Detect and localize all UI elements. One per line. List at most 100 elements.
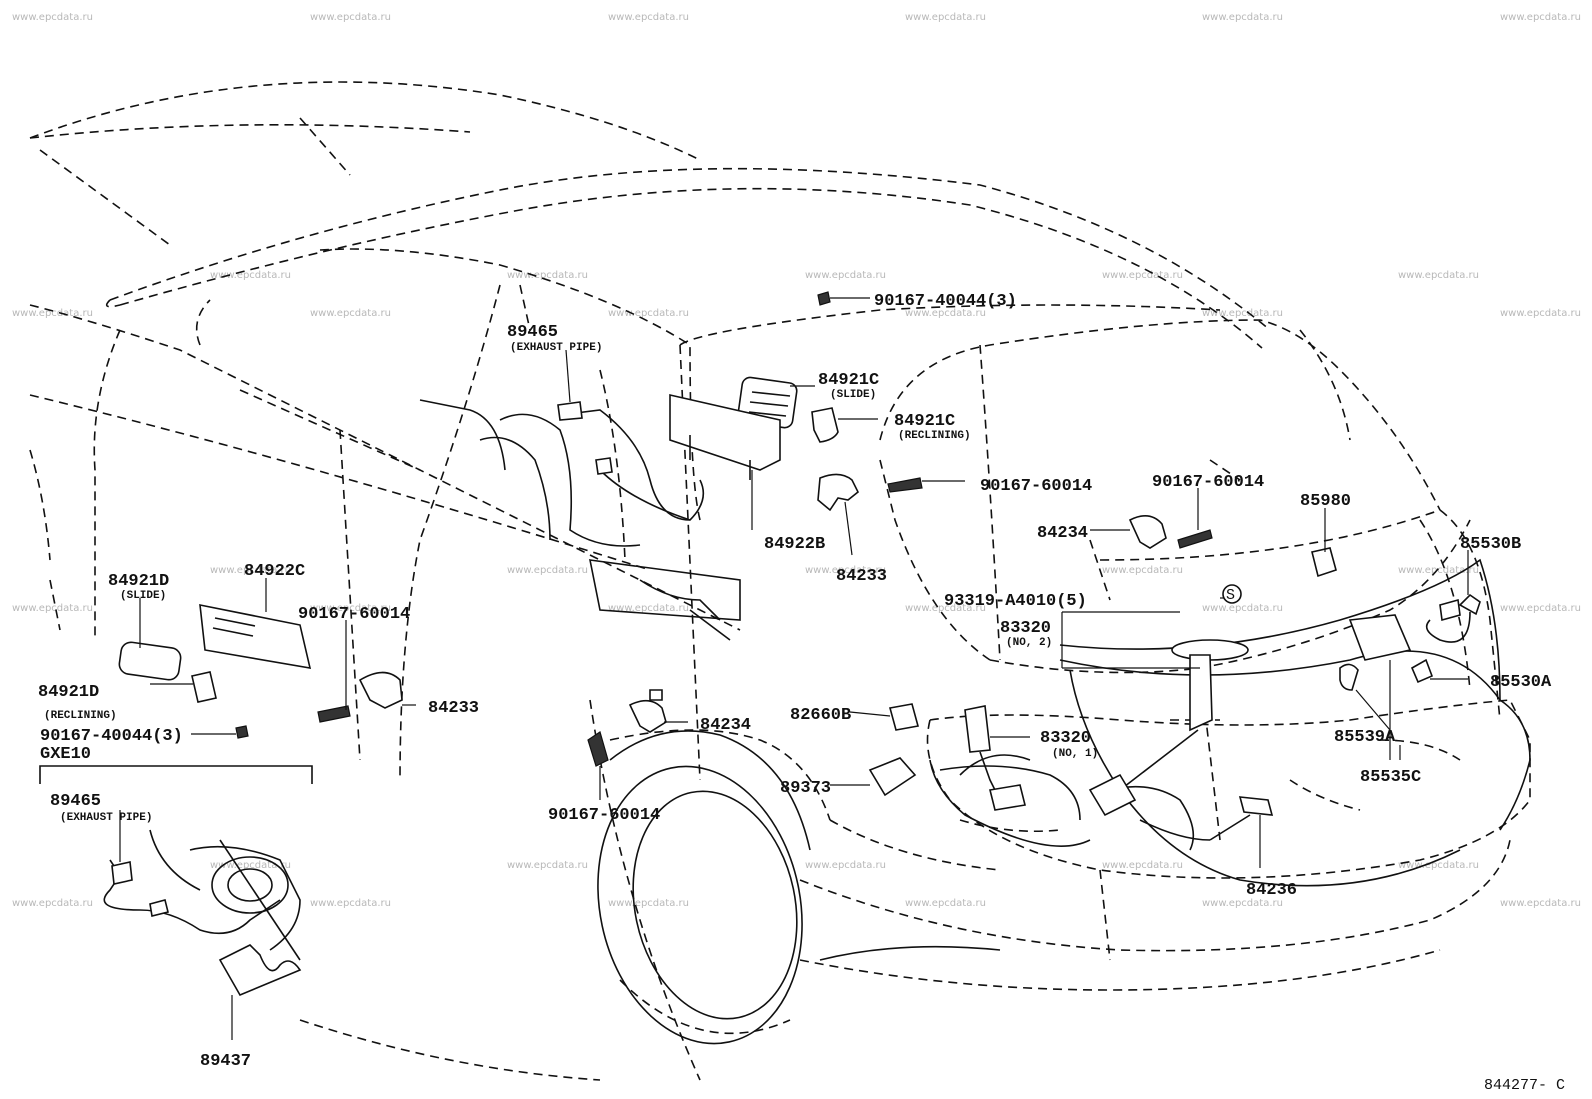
watermark-layer: www.epcdata.ru www.epcdata.ru www.epcdat…: [12, 12, 1581, 909]
watermark: www.epcdata.ru: [12, 308, 93, 319]
part-number-label: 85980: [1300, 492, 1351, 511]
watermark: www.epcdata.ru: [608, 12, 689, 23]
screw: [235, 725, 249, 739]
part-number-label: 84922C: [244, 562, 305, 581]
switch-base-84922C: [199, 604, 312, 669]
part-number-label: 84236: [1246, 881, 1297, 900]
watermark: www.epcdata.ru: [905, 603, 986, 614]
watermark: www.epcdata.ru: [805, 270, 886, 281]
part-number-label: 90167-40044(3): [874, 292, 1017, 311]
part-number-label: 85535C: [1360, 768, 1421, 787]
part-number-label: 84233: [836, 567, 887, 586]
watermark: www.epcdata.ru: [608, 603, 689, 614]
part-labels: 90167-40044(3) 89465 (EXHAUST PIPE) 8492…: [38, 292, 1565, 1094]
watermark: www.epcdata.ru: [1398, 565, 1479, 576]
body-solid-lines: [419, 399, 1531, 1045]
cover-85539A: [1339, 663, 1359, 691]
switch-84236: [1238, 796, 1274, 816]
part-number-label: 90167-60014: [298, 605, 410, 624]
door-switch: [817, 473, 860, 512]
inset-gxe10: [39, 765, 313, 997]
watermark: www.epcdata.ru: [1500, 308, 1581, 319]
part-number-label: 84921C: [894, 412, 955, 431]
part-number-label: 84234: [1037, 524, 1088, 543]
part-number-label: 90167-60014: [1152, 473, 1264, 492]
watermark: www.epcdata.ru: [310, 603, 391, 614]
part-number-label: 89465: [507, 323, 558, 342]
watermark: www.epcdata.ru: [12, 12, 93, 23]
watermark: www.epcdata.ru: [507, 860, 588, 871]
bracket-85535C: [1348, 614, 1412, 661]
watermark: www.epcdata.ru: [12, 603, 93, 614]
part-number-label: 84921D: [38, 683, 99, 702]
reclining-knob: [811, 407, 839, 443]
watermark: www.epcdata.ru: [1202, 898, 1283, 909]
watermark: www.epcdata.ru: [1202, 308, 1283, 319]
sensor-85530A: [1410, 658, 1434, 684]
part-number-label: 83320: [1040, 729, 1091, 748]
switch-assy: [628, 699, 667, 733]
part-note-label: (NO, 1): [1052, 748, 1098, 760]
bolt: [887, 477, 923, 493]
part-number-label: 90167-60014: [548, 806, 660, 825]
watermark: www.epcdata.ru: [210, 270, 291, 281]
o2-sensor-wire: [559, 409, 705, 521]
heat-insulator-89437: [218, 944, 302, 997]
part-number-label: 84921C: [818, 371, 879, 390]
o2-sensor-connector: [111, 861, 133, 885]
part-number-label: 90167-60014: [980, 477, 1092, 496]
part-number-label: 85539A: [1334, 728, 1396, 747]
diagram-code: 844277- C: [1484, 1077, 1565, 1094]
part-number-label: 84921D: [108, 572, 169, 591]
part-number-label: 85530A: [1490, 673, 1552, 692]
fuel-sender-no1: [964, 705, 991, 753]
part-note-label: (NO, 2): [1006, 637, 1052, 649]
watermark: www.epcdata.ru: [310, 898, 391, 909]
part-note-label: (EXHAUST PIPE): [60, 812, 152, 824]
watermark: www.epcdata.ru: [1500, 898, 1581, 909]
watermark: www.epcdata.ru: [608, 898, 689, 909]
part-note-label: (RECLINING): [898, 430, 971, 442]
watermark: www.epcdata.ru: [1102, 270, 1183, 281]
screw-symbol: S: [1226, 587, 1235, 604]
watermark: www.epcdata.ru: [1102, 860, 1183, 871]
watermark: www.epcdata.ru: [210, 565, 291, 576]
part-shapes: S: [118, 291, 1481, 841]
part-note-label: (SLIDE): [830, 389, 876, 401]
watermark: www.epcdata.ru: [310, 308, 391, 319]
part-number-label: 82660B: [790, 706, 851, 725]
watermark: www.epcdata.ru: [905, 308, 986, 319]
part-number-label: 84922B: [764, 535, 825, 554]
watermark: www.epcdata.ru: [905, 898, 986, 909]
part-number-label: 84234: [700, 716, 751, 735]
bolt: [587, 731, 609, 767]
watermark: www.epcdata.ru: [1398, 860, 1479, 871]
screw: [817, 291, 831, 306]
part-note-label: (RECLINING): [44, 710, 117, 722]
part-number-label: 93319-A4010(5): [944, 592, 1087, 611]
switch-body: [669, 393, 781, 471]
module-89373: [868, 757, 917, 797]
part-number-label: 89437: [200, 1052, 251, 1071]
watermark: www.epcdata.ru: [1398, 270, 1479, 281]
watermark: www.epcdata.ru: [1202, 603, 1283, 614]
watermark: www.epcdata.ru: [310, 12, 391, 23]
watermark: www.epcdata.ru: [507, 270, 588, 281]
sensor-85530B: [1458, 593, 1481, 616]
part-number-label: 90167-40044(3): [40, 727, 183, 746]
part-number-label: 83320: [1000, 619, 1051, 638]
watermark: www.epcdata.ru: [905, 12, 986, 23]
watermark: www.epcdata.ru: [507, 565, 588, 576]
watermark: www.epcdata.ru: [805, 565, 886, 576]
watermark: www.epcdata.ru: [805, 860, 886, 871]
seat-slide-switch: [118, 641, 182, 681]
part-note-label: (EXHAUST PIPE): [510, 342, 602, 354]
leader-lines: [119, 297, 1469, 1040]
bolt: [1177, 529, 1213, 549]
watermark: www.epcdata.ru: [12, 898, 93, 909]
clip-85980: [1311, 547, 1337, 578]
watermark: www.epcdata.ru: [210, 860, 291, 871]
switch-assy: [1128, 515, 1167, 549]
part-number-label: 84233: [428, 699, 479, 718]
